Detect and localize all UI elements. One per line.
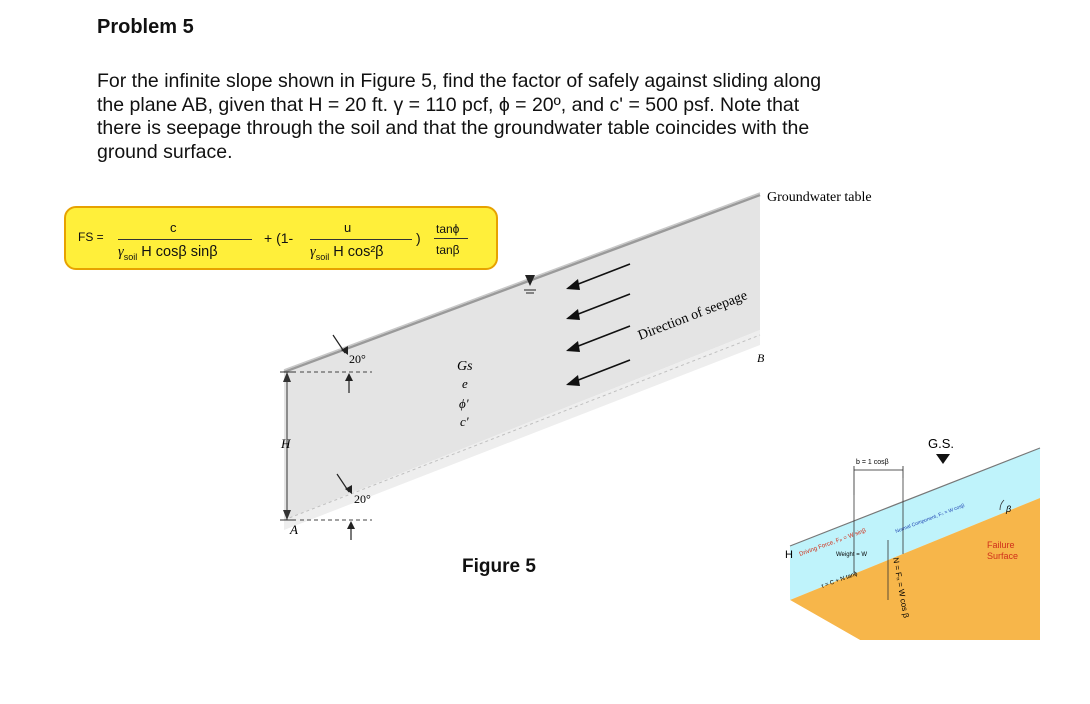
plus-one-minus: + (1- — [264, 230, 294, 246]
inset-water-layer — [790, 448, 1040, 600]
seepage-arrows — [566, 263, 631, 386]
inset-soil-layer — [790, 498, 1040, 640]
inset-gs-label: G.S. — [928, 436, 954, 451]
groundwater-label: Groundwater table — [767, 190, 872, 205]
prop-gs: Gs — [457, 359, 473, 374]
angle-top-label: 20° — [349, 352, 366, 366]
problem-statement: For the infinite slope shown in Figure 5… — [97, 70, 957, 164]
term2-den-rest: H cos²β — [329, 244, 384, 260]
statement-line-3: there is seepage through the soil and th… — [97, 117, 810, 139]
term2-fraction-bar — [310, 239, 412, 240]
problem-title: Problem 5 — [97, 16, 194, 38]
fs-formula-box: FS = c γsoil H cosβ sinβ + (1- u γsoil H… — [64, 206, 498, 270]
label-b: B — [757, 351, 765, 365]
water-table-marker — [524, 275, 536, 294]
gamma-subscript-2: soil — [315, 251, 330, 262]
inset-beta-label: β — [1005, 504, 1011, 514]
close-paren: ) — [416, 230, 421, 246]
inset-b-label: b = 1 cosβ — [856, 459, 889, 466]
gamma-subscript: soil — [123, 251, 138, 262]
prop-phi: ϕ' — [459, 396, 469, 411]
inset-h-label: H — [785, 549, 793, 561]
gamma-symbol-2: γ — [310, 244, 316, 260]
statement-line-1: For the infinite slope shown in Figure 5… — [97, 70, 822, 92]
label-a: A — [289, 522, 298, 537]
ground-surface-line — [283, 193, 761, 374]
term3-numerator: tanϕ — [436, 222, 460, 236]
failure-surface-label-2: Surface — [987, 551, 1018, 561]
prop-e: e — [462, 376, 468, 391]
term1-fraction-bar — [118, 239, 252, 240]
statement-line-4: ground surface. — [97, 140, 233, 163]
failure-plane-ab — [283, 334, 761, 521]
gamma-symbol: γ — [118, 244, 124, 260]
angle-bottom-label: 20° — [354, 492, 371, 506]
figure-caption: Figure 5 — [462, 556, 536, 577]
soil-band — [284, 195, 760, 520]
label-h: H — [280, 436, 291, 451]
weight-label: Weight = W — [836, 552, 867, 558]
fs-label: FS = — [78, 230, 104, 244]
failure-surface-label-1: Failure — [987, 540, 1015, 550]
prop-c: c' — [460, 414, 469, 429]
term2-denominator: γsoil H cos²β — [310, 244, 384, 262]
term3-fraction-bar — [434, 238, 468, 239]
term1-numerator: c — [170, 220, 177, 235]
term2-numerator: u — [344, 220, 352, 235]
term3-denominator: tanβ — [436, 243, 460, 257]
term1-denominator: γsoil H cosβ sinβ — [118, 244, 218, 262]
statement-line-2: the plane AB, given that H = 20 ft. γ = … — [97, 93, 800, 116]
term1-den-rest: H cosβ sinβ — [137, 244, 218, 260]
soil-band-shade — [284, 330, 760, 530]
